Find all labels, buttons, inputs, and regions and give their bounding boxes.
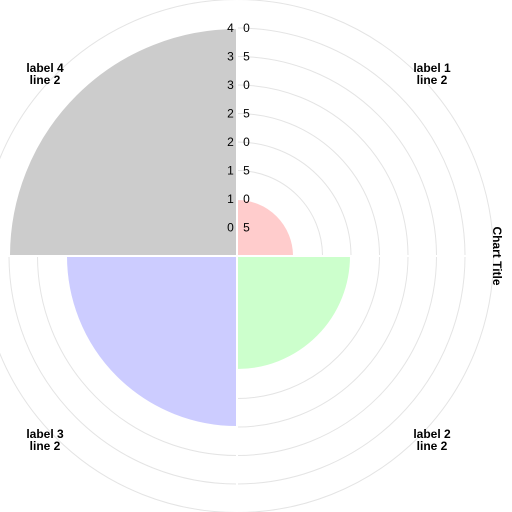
sector-3 (64, 255, 238, 429)
tick-label: 0 5 (227, 221, 253, 235)
sector-layer (7, 26, 353, 429)
category-label-line2: line 2 (30, 439, 61, 453)
sector-1 (236, 197, 296, 257)
category-label-line1: label 4 (26, 61, 64, 75)
tick-labels: 0 5 1 0 1 5 2 0 2 5 3 0 3 5 4 0 (227, 21, 253, 235)
category-label-line2: line 2 (417, 73, 448, 87)
tick-label: 2 0 (227, 135, 253, 149)
tick-label: 4 0 (227, 21, 253, 35)
chart-title: Chart Title (490, 226, 504, 285)
tick-label: 3 0 (227, 78, 253, 92)
category-label-line1: label 3 (26, 427, 64, 441)
category-label-line2: line 2 (417, 439, 448, 453)
tick-label: 1 0 (227, 192, 253, 206)
category-label-line1: label 1 (413, 61, 451, 75)
category-label-line1: label 2 (413, 427, 451, 441)
tick-label: 2 5 (227, 107, 253, 121)
grid-ring (0, 0, 494, 512)
sector-4 (7, 26, 238, 257)
sector-2 (236, 255, 353, 372)
tick-label: 1 5 (227, 164, 253, 178)
axis-layer (0, 18, 475, 494)
category-label-line2: line 2 (30, 73, 61, 87)
tick-label: 3 5 (227, 50, 253, 64)
